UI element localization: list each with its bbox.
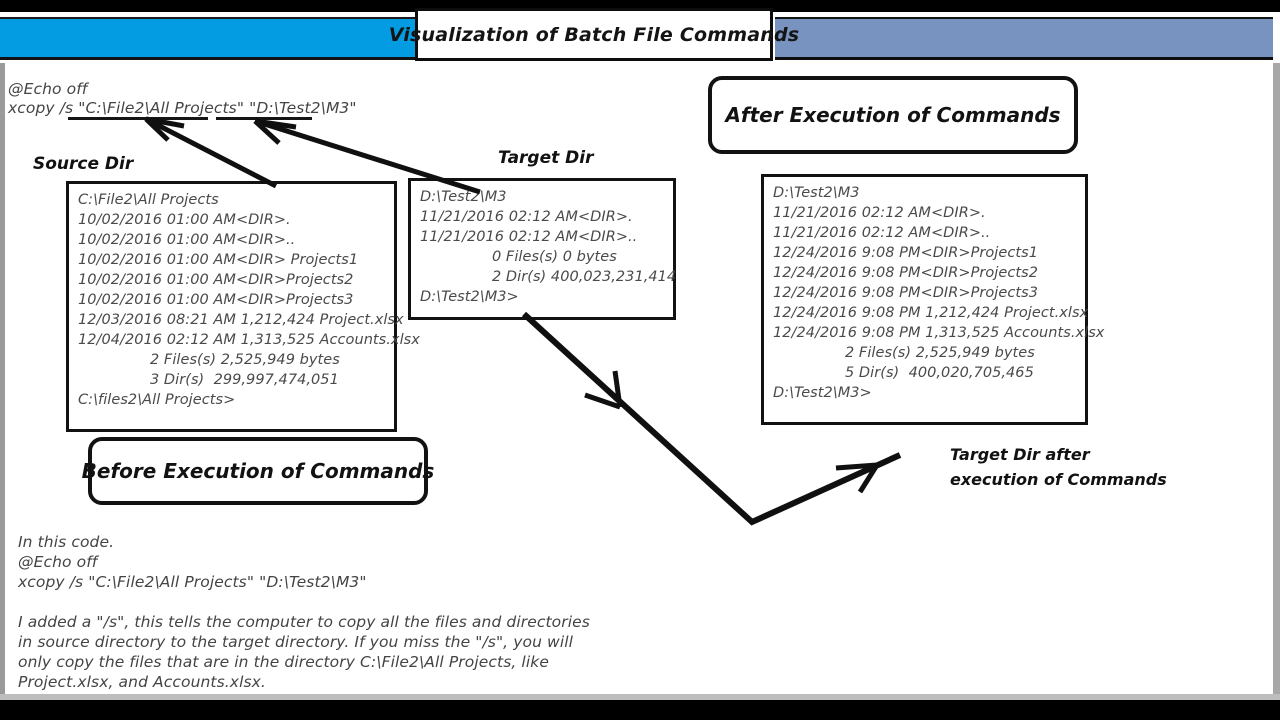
letterbox-top <box>0 0 1280 12</box>
listing-line: D:\Test2\M3> <box>420 289 519 305</box>
listing-line: 12/24/2016 9:08 PM 1,313,525 Accounts.xl… <box>773 325 1105 341</box>
listing-line: 12/24/2016 9:08 PM<DIR>Projects1 <box>773 245 1038 261</box>
arrow-source-line <box>144 116 278 189</box>
listing-line: 10/02/2016 01:00 AM<DIR>Projects3 <box>78 292 354 308</box>
listing-line: 5 Dir(s) 400,020,705,465 <box>845 365 1034 381</box>
slide-title-box: Visualization of Batch File Commands <box>389 8 799 61</box>
note-intro-line-1: In this code. <box>18 533 115 551</box>
listing-line: 10/02/2016 01:00 AM<DIR> Projects1 <box>78 252 359 268</box>
arrow-result-midhead <box>584 370 623 410</box>
listing-line: 0 Files(s) 0 bytes <box>492 249 617 265</box>
listing-line: 10/02/2016 01:00 AM<DIR>.. <box>78 232 296 248</box>
callout-before-execution-label: Before Execution of Commands <box>81 459 435 483</box>
source-directory-listing: C:\File2\All Projects 10/02/2016 01:00 AM… <box>66 181 420 432</box>
letterbox-bottom <box>0 700 1280 720</box>
target-path-underline <box>216 117 312 120</box>
note-intro-line-3: xcopy /s "C:\File2\All Projects" "D:\Tes… <box>18 573 367 591</box>
caption-target-dir: Target Dir <box>498 148 594 168</box>
listing-line: 11/21/2016 02:12 AM<DIR>. <box>773 205 986 221</box>
listing-line: 10/02/2016 01:00 AM<DIR>. <box>78 212 291 228</box>
listing-line: 2 Files(s) 2,525,949 bytes <box>150 352 340 368</box>
arrow-target-head <box>253 118 297 145</box>
caption-source-dir: Source Dir <box>33 154 134 174</box>
caption-target-dir-after-line1: Target Dir after <box>950 445 1090 464</box>
listing-line: 10/02/2016 01:00 AM<DIR>Projects2 <box>78 272 354 288</box>
listing-line: C:\File2\All Projects <box>78 192 219 208</box>
header-bar-right <box>775 17 1273 60</box>
listing-line: C:\files2\All Projects> <box>78 392 236 408</box>
listing-line: 11/21/2016 02:12 AM<DIR>.. <box>773 225 991 241</box>
note-paragraph: I added a "/s", this tells the computer … <box>18 613 590 691</box>
listing-line: 12/24/2016 9:08 PM<DIR>Projects3 <box>773 285 1038 301</box>
target-directory-listing-before: D:\Test2\M3 11/21/2016 02:12 AM<DIR>. 11/2… <box>408 178 676 320</box>
listing-line: 12/24/2016 9:08 PM<DIR>Projects2 <box>773 265 1038 281</box>
slide-frame-right <box>1273 63 1280 700</box>
header-bar-left <box>0 17 415 60</box>
callout-before-execution: Before Execution of Commands <box>82 437 434 505</box>
callout-after-execution-label: After Execution of Commands <box>725 103 1061 127</box>
arrow-result-head <box>835 462 880 494</box>
note-intro-line-2: @Echo off <box>18 553 98 571</box>
slide-frame-bottom <box>0 694 1280 700</box>
listing-line: 11/21/2016 02:12 AM<DIR>.. <box>420 229 638 245</box>
target-directory-listing-after: D:\Test2\M3 11/21/2016 02:12 AM<DIR>. 11/2… <box>761 174 1105 425</box>
slide-frame-left <box>0 63 5 700</box>
listing-line: D:\Test2\M3 <box>773 185 860 201</box>
caption-target-dir-after-line2: execution of Commands <box>950 470 1167 489</box>
listing-line: D:\Test2\M3 <box>420 189 507 205</box>
callout-after-execution: After Execution of Commands <box>708 76 1078 154</box>
listing-line: 12/04/2016 02:12 AM 1,313,525 Accounts.x… <box>78 332 420 348</box>
code-line-xcopy: xcopy /s "C:\File2\All Projects" "D:\Tes… <box>8 99 357 117</box>
listing-line: 12/24/2016 9:08 PM 1,212,424 Project.xls… <box>773 305 1089 321</box>
arrow-source-head <box>144 116 185 142</box>
listing-line: 12/03/2016 08:21 AM 1,212,424 Project.xl… <box>78 312 404 328</box>
listing-line: 3 Dir(s) 299,997,474,051 <box>150 372 339 388</box>
source-path-underline <box>68 117 208 120</box>
slide-title: Visualization of Batch File Commands <box>388 23 800 46</box>
caption-target-dir-after: Target Dir after execution of Commands <box>950 442 1167 492</box>
listing-line: 2 Files(s) 2,525,949 bytes <box>845 345 1035 361</box>
listing-line: 2 Dir(s) 400,023,231,414 <box>492 269 677 285</box>
listing-line: D:\Test2\M3> <box>773 385 872 401</box>
code-line-echo-off: @Echo off <box>8 80 88 98</box>
listing-line: 11/21/2016 02:12 AM<DIR>. <box>420 209 633 225</box>
